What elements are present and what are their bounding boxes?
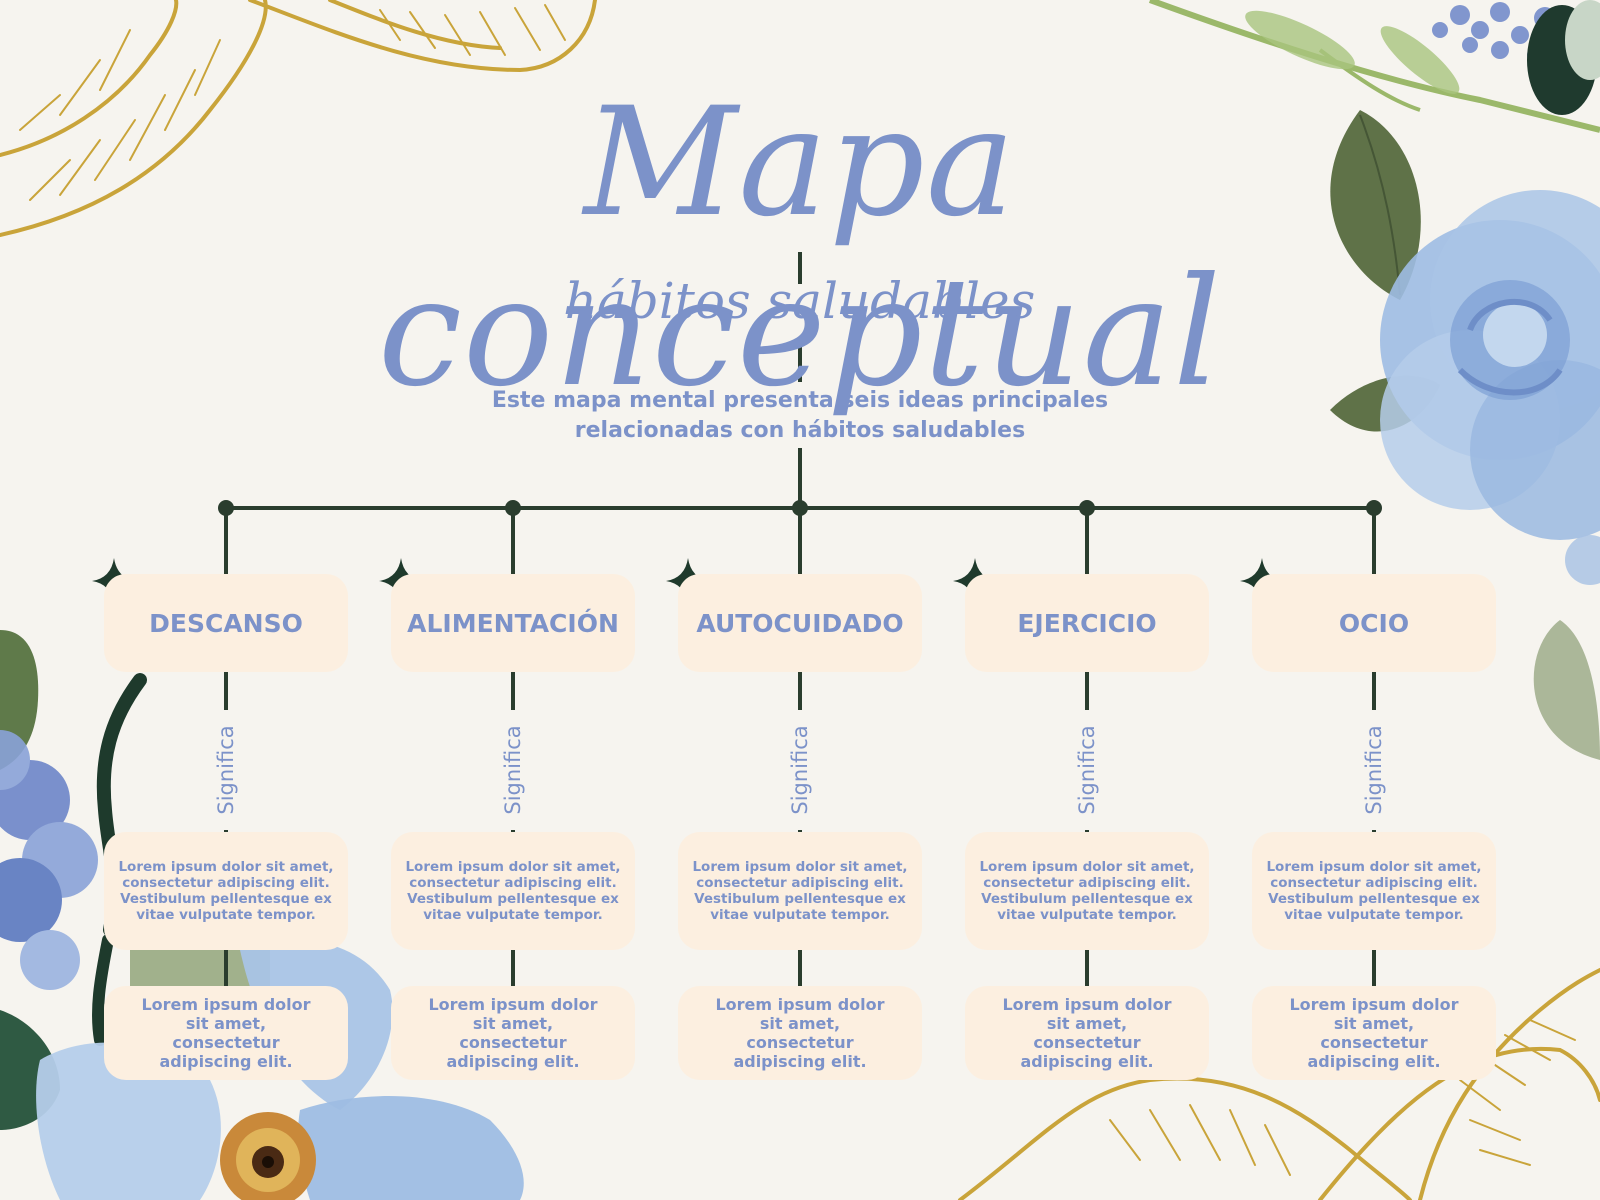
node-title: OCIO (1338, 608, 1410, 638)
node-description: Lorem ipsum dolor sit amet, consectetur … (118, 859, 334, 923)
node-title: EJERCICIO (1017, 608, 1157, 638)
node-title-box: ALIMENTACIÓN (391, 574, 635, 672)
node-description-box: Lorem ipsum dolor sit amet, consectetur … (391, 832, 635, 950)
node-description: Lorem ipsum dolor sit amet, consectetur … (692, 859, 908, 923)
node-title-box: EJERCICIO (965, 574, 1209, 672)
node-detail: Lorem ipsum dolor sit amet, consectetur … (1002, 995, 1172, 1071)
node-detail-box: Lorem ipsum dolor sit amet, consectetur … (391, 986, 635, 1080)
node-description: Lorem ipsum dolor sit amet, consectetur … (405, 859, 621, 923)
node-description-box: Lorem ipsum dolor sit amet, consectetur … (965, 832, 1209, 950)
page-subtitle: hábitos saludables (564, 272, 1036, 330)
node-description: Lorem ipsum dolor sit amet, consectetur … (1266, 859, 1482, 923)
node-title: AUTOCUIDADO (696, 608, 904, 638)
node-description-box: Lorem ipsum dolor sit amet, consectetur … (1252, 832, 1496, 950)
node-title-box: AUTOCUIDADO (678, 574, 922, 672)
link-label: Significa (211, 710, 241, 830)
intro-text: Este mapa mental presenta seis ideas pri… (491, 388, 1109, 443)
node-detail: Lorem ipsum dolor sit amet, consectetur … (141, 995, 311, 1071)
node-detail-box: Lorem ipsum dolor sit amet, consectetur … (1252, 986, 1496, 1080)
link-label: Significa (1072, 710, 1102, 830)
node-detail-box: Lorem ipsum dolor sit amet, consectetur … (104, 986, 348, 1080)
node-title-box: DESCANSO (104, 574, 348, 672)
node-detail: Lorem ipsum dolor sit amet, consectetur … (428, 995, 598, 1071)
node-detail-box: Lorem ipsum dolor sit amet, consectetur … (965, 986, 1209, 1080)
node-detail: Lorem ipsum dolor sit amet, consectetur … (715, 995, 885, 1071)
node-detail: Lorem ipsum dolor sit amet, consectetur … (1289, 995, 1459, 1071)
node-detail-box: Lorem ipsum dolor sit amet, consectetur … (678, 986, 922, 1080)
node-description: Lorem ipsum dolor sit amet, consectetur … (979, 859, 1195, 923)
node-title: ALIMENTACIÓN (407, 608, 619, 638)
node-description-box: Lorem ipsum dolor sit amet, consectetur … (678, 832, 922, 950)
link-label: Significa (1359, 710, 1389, 830)
link-label: Significa (785, 710, 815, 830)
page-title: Mapa conceptual (377, 76, 1222, 420)
link-label: Significa (498, 710, 528, 830)
node-description-box: Lorem ipsum dolor sit amet, consectetur … (104, 832, 348, 950)
node-title: DESCANSO (149, 608, 303, 638)
node-title-box: OCIO (1252, 574, 1496, 672)
